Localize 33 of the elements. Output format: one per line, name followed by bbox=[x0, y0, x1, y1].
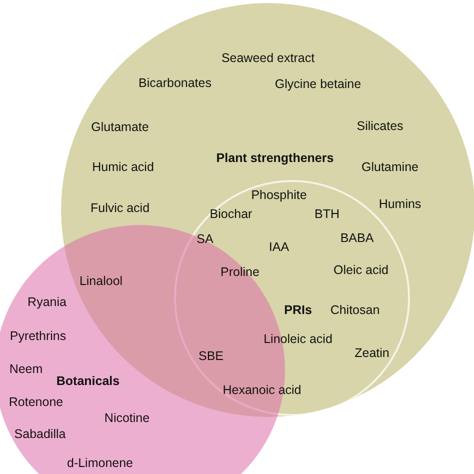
set-member: Pyrethrins bbox=[10, 329, 66, 343]
set-member: Linalool bbox=[79, 274, 123, 288]
set-member: Silicates bbox=[356, 119, 404, 133]
set-member: IAA bbox=[268, 240, 290, 254]
set-member: Nicotine bbox=[104, 411, 150, 425]
set-member: Seaweed extract bbox=[221, 51, 315, 65]
set-member: SBE bbox=[198, 349, 224, 363]
set-member: Biochar bbox=[210, 207, 252, 221]
set-member: Neem bbox=[9, 362, 43, 376]
set-member: Zeatin bbox=[354, 346, 390, 360]
set-member: Humins bbox=[378, 197, 422, 211]
set-member: Glycine betaine bbox=[274, 77, 362, 91]
set-member: Humic acid bbox=[92, 160, 154, 174]
set-member: SA bbox=[196, 232, 214, 246]
set-title: Plant strengtheners bbox=[216, 151, 334, 165]
set-member: BABA bbox=[340, 231, 374, 245]
set-member: Rotenone bbox=[8, 395, 64, 409]
set-member: Bicarbonates bbox=[138, 76, 212, 90]
set-member: Fulvic acid bbox=[90, 201, 150, 215]
set-member: Proline bbox=[220, 265, 260, 279]
set-member: Oleic acid bbox=[334, 263, 388, 277]
set-title: PRIs bbox=[284, 303, 312, 317]
set-member: Glutamate bbox=[91, 120, 149, 134]
set-member: Chitosan bbox=[330, 303, 380, 317]
set-member: Ryania bbox=[28, 295, 66, 309]
set-member: BTH bbox=[314, 207, 340, 221]
set-member: Hexanoic acid bbox=[222, 383, 302, 397]
set-member: d-Limonene bbox=[67, 456, 133, 470]
set-member: Linoleic acid bbox=[264, 332, 332, 346]
set-member: Phosphite bbox=[251, 188, 307, 202]
set-title: Botanicals bbox=[56, 374, 120, 388]
set-member: Sabadilla bbox=[14, 427, 66, 441]
set-member: Glutamine bbox=[362, 160, 418, 174]
